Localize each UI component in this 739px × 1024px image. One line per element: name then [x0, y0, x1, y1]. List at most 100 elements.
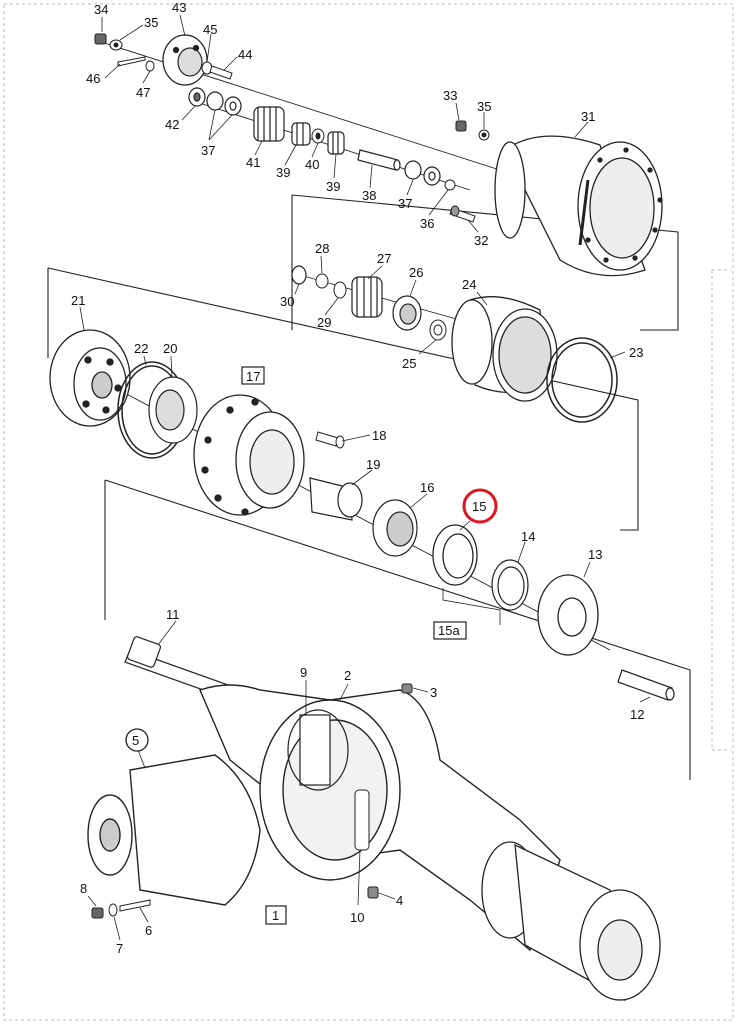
part-31-hub-drum	[494, 135, 663, 277]
callout-45: 45	[203, 22, 217, 37]
part-47-washer	[145, 60, 155, 72]
callout-16: 16	[420, 480, 434, 495]
page-notch	[711, 269, 731, 751]
callout-36: 36	[420, 216, 434, 231]
part-35-washer-b	[478, 129, 490, 141]
callout-35-a: 35	[144, 15, 158, 30]
callout-44: 44	[238, 47, 252, 62]
part-35-washer	[109, 39, 123, 51]
part-41-gear	[253, 106, 285, 142]
part-4-plug	[367, 886, 379, 899]
part-40-washer	[311, 128, 325, 144]
part-36-nut	[444, 179, 456, 191]
callout-9: 9	[300, 665, 307, 680]
callout-5-circle	[125, 728, 149, 752]
part-14-ring	[491, 559, 529, 611]
part-25-ring	[429, 319, 447, 341]
callout-19: 19	[366, 457, 380, 472]
callout-12: 12	[630, 707, 644, 722]
callout-17: 17	[246, 369, 260, 384]
part-24-ring-gear	[451, 296, 558, 402]
part-12-pin	[617, 669, 675, 701]
hub-assembly-drum	[481, 841, 661, 1002]
part-20-bearing	[148, 376, 198, 444]
part-37-washers-b	[404, 160, 441, 186]
part-39-gear-b	[327, 131, 345, 155]
part-3-plug	[401, 683, 413, 694]
callout-24: 24	[462, 277, 476, 292]
callout-2: 2	[344, 668, 351, 683]
part-34-nut	[94, 33, 107, 45]
part-13-washer	[537, 574, 599, 656]
callout-43: 43	[172, 0, 186, 15]
callout-13: 13	[588, 547, 602, 562]
part-6-stud	[119, 899, 151, 912]
part-32-bolt	[449, 205, 476, 223]
part-33-bolt	[455, 120, 467, 132]
part-21-brake-disc	[49, 329, 131, 427]
callout-29: 29	[317, 315, 331, 330]
callout-labels: 34 35 43 45 44 46 47 42 37 41 39 40 39 3…	[71, 0, 644, 956]
leader-lines	[79, 14, 651, 941]
part-5-differential-carrier	[87, 754, 261, 906]
part-19-sleeve	[309, 477, 363, 521]
callout-46: 46	[86, 71, 100, 86]
callout-17-box	[241, 366, 265, 385]
callout-31: 31	[581, 109, 595, 124]
callout-18: 18	[372, 428, 386, 443]
part-46-bolt	[117, 56, 146, 67]
callout-1-box	[265, 905, 287, 925]
callout-4: 4	[396, 893, 403, 908]
callout-23: 23	[629, 345, 643, 360]
callout-37-b: 37	[398, 196, 412, 211]
callout-37-a: 37	[201, 143, 215, 158]
callout-34: 34	[94, 2, 108, 17]
callout-40: 40	[305, 157, 319, 172]
callout-15a: 15a	[438, 623, 460, 638]
part-23-snap-ring	[546, 337, 618, 423]
part-27-gear	[351, 276, 383, 318]
callout-7: 7	[116, 941, 123, 956]
callout-15: 15	[472, 499, 486, 514]
callout-20: 20	[163, 341, 177, 356]
callout-3: 3	[430, 685, 437, 700]
hub-reduction-outline	[291, 194, 679, 331]
callout-38: 38	[362, 188, 376, 203]
callout-41: 41	[246, 155, 260, 170]
callout-42: 42	[165, 117, 179, 132]
part-26-bearing	[392, 295, 422, 331]
part-44-pin	[209, 65, 233, 80]
highlight-circle-15	[462, 488, 498, 524]
part-39-gear-a	[291, 122, 311, 146]
callout-27: 27	[377, 251, 391, 266]
callout-33: 33	[443, 88, 457, 103]
part-7-washer	[108, 903, 118, 917]
part-42-ring	[188, 87, 206, 107]
part-17-wheel-hub	[193, 394, 305, 516]
part-8-nut	[91, 907, 104, 919]
callout-32: 32	[474, 233, 488, 248]
callout-47: 47	[136, 85, 150, 100]
page-frame	[3, 3, 734, 1021]
wheel-hub-outline	[47, 267, 639, 531]
callout-39-a: 39	[276, 165, 290, 180]
callout-14: 14	[521, 529, 535, 544]
part-9-pinion	[287, 709, 349, 791]
callout-26: 26	[409, 265, 423, 280]
callout-28: 28	[315, 241, 329, 256]
callout-21: 21	[71, 293, 85, 308]
callout-39-b: 39	[326, 179, 340, 194]
part-43-flange	[162, 34, 208, 86]
callout-11: 11	[166, 607, 180, 622]
part-28-washer	[315, 273, 329, 289]
part-16-bearing	[372, 499, 418, 557]
callout-1: 1	[272, 908, 279, 923]
part-29-washer	[333, 281, 347, 299]
callout-22: 22	[134, 341, 148, 356]
callout-30: 30	[280, 294, 294, 309]
callout-8: 8	[80, 881, 87, 896]
part-15-bearing-race	[432, 524, 478, 586]
callout-15a-box	[433, 621, 467, 640]
